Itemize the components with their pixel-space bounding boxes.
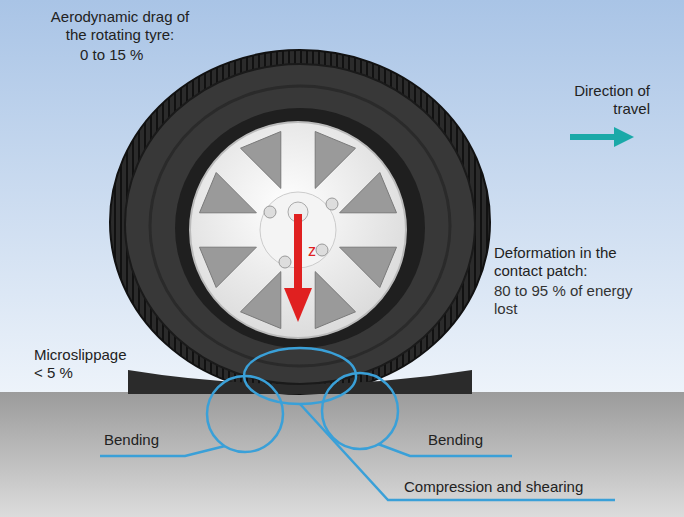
zone-label: Compression and shearing (404, 478, 583, 496)
spoke (315, 272, 355, 329)
callout-value: 0 to 15 % (80, 46, 143, 64)
sidewall-ring (150, 86, 450, 366)
spoke (340, 173, 397, 213)
bolt (264, 206, 276, 218)
bolt (316, 244, 328, 256)
spokes (200, 132, 397, 329)
callout-value: < 5 % (34, 364, 73, 382)
callout-label: Aerodynamic drag of the rotating tyre: (40, 8, 200, 44)
tread (110, 50, 490, 394)
sidewall (125, 64, 475, 384)
zone-label: Bending (104, 431, 159, 449)
load-arrowhead (284, 288, 312, 322)
callout-label: Deformation in the contact patch: (494, 244, 669, 280)
callout-value: 80 to 95 % of energy lost (494, 282, 634, 318)
spoke (200, 247, 257, 287)
bolt (326, 198, 338, 210)
load-arrow (294, 214, 302, 290)
force-symbol: z (308, 242, 316, 260)
callout-label: Direction of travel (560, 82, 650, 118)
spoke (200, 173, 257, 213)
rim-edge (175, 108, 425, 348)
zone-circle (322, 373, 398, 449)
spoke (241, 272, 281, 329)
direction-arrow (570, 134, 616, 140)
spoke (315, 132, 355, 189)
direction-arrowhead (614, 127, 634, 147)
zone-circle (244, 348, 356, 404)
callout-label: Microslippage (34, 346, 127, 364)
zone-label: Bending (428, 431, 483, 449)
ground (0, 392, 684, 517)
spoke (340, 247, 397, 287)
rim (190, 122, 406, 338)
zone-circle (207, 376, 283, 452)
bolt (279, 256, 291, 268)
leader-line (300, 404, 615, 500)
spoke (241, 132, 281, 189)
